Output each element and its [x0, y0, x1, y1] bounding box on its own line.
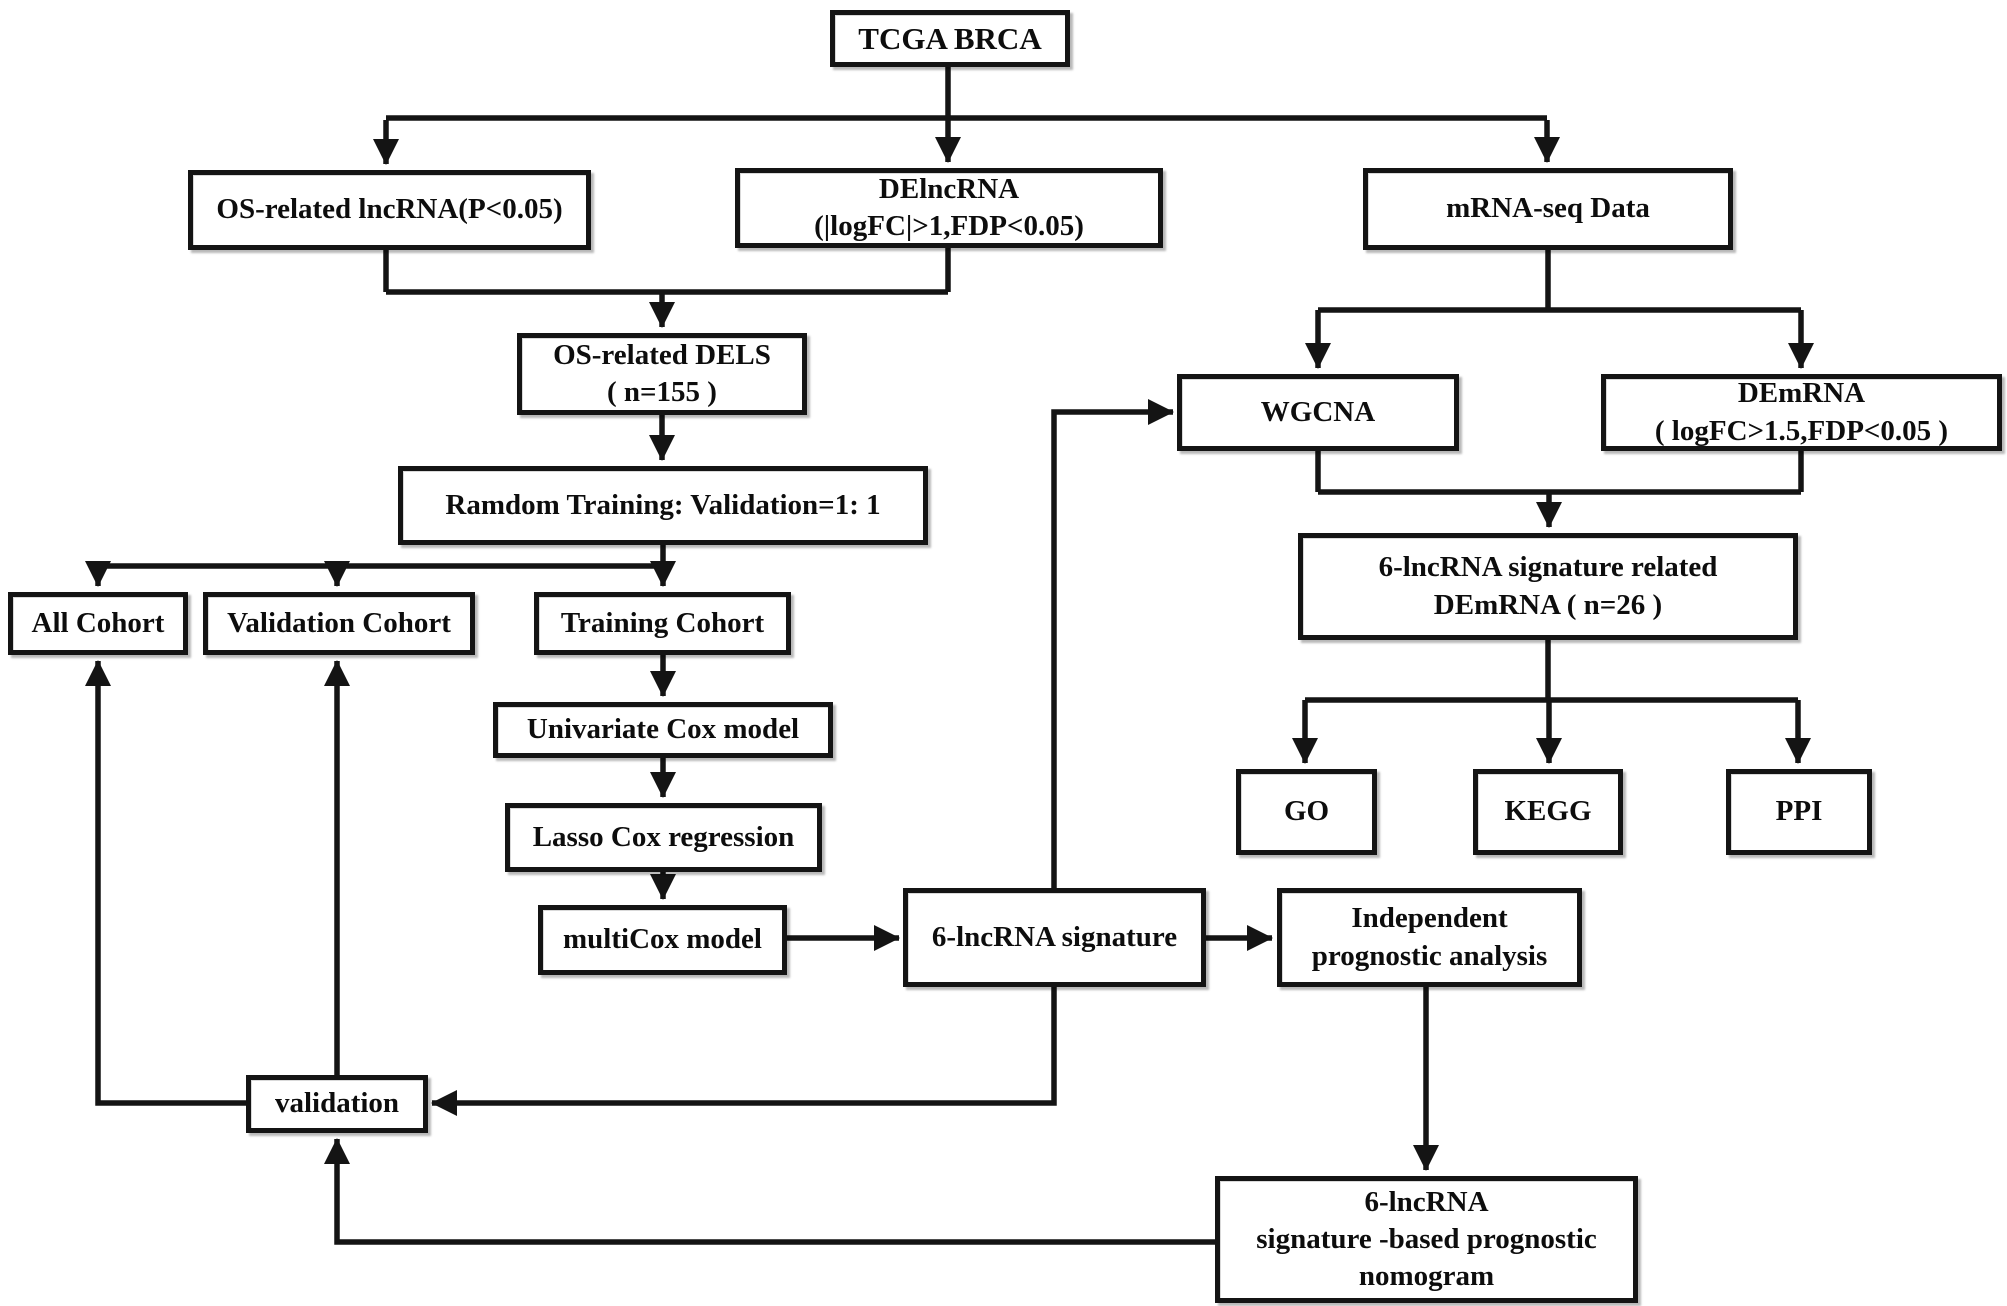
node-ppi: PPI	[1726, 769, 1872, 855]
node-random-split: Ramdom Training: Validation=1: 1	[398, 466, 928, 545]
node-independent-prognostic-analysis: Independent prognostic analysis	[1277, 888, 1582, 987]
node-all-cohort: All Cohort	[8, 592, 188, 655]
node-multicox-model: multiCox model	[538, 905, 787, 975]
node-delncrna: DElncRNA (|logFC|>1,FDP<0.05)	[735, 168, 1163, 248]
node-validation-cohort: Validation Cohort	[203, 592, 475, 655]
node-mrna-seq-data: mRNA-seq Data	[1363, 168, 1733, 250]
node-6-lncrna-signature: 6-lncRNA signature	[903, 888, 1206, 987]
node-kegg: KEGG	[1473, 769, 1623, 855]
node-os-related-dels: OS-related DELS ( n=155 )	[517, 333, 807, 415]
node-signature-related-demrna: 6-lncRNA signature related DEmRNA ( n=26…	[1298, 533, 1798, 640]
node-tcga-brca: TCGA BRCA	[830, 10, 1070, 67]
node-go: GO	[1236, 769, 1377, 855]
node-univariate-cox-model: Univariate Cox model	[493, 702, 833, 758]
node-validation: validation	[246, 1075, 428, 1133]
node-training-cohort: Training Cohort	[534, 592, 791, 655]
node-wgcna: WGCNA	[1177, 374, 1459, 451]
node-os-related-lncrna: OS-related lncRNA(P<0.05)	[188, 170, 591, 250]
node-lasso-cox-regression: Lasso Cox regression	[505, 803, 822, 872]
node-demrna: DEmRNA ( logFC>1.5,FDP<0.05 )	[1601, 374, 2002, 451]
node-prognostic-nomogram: 6-lncRNA signature -based prognostic nom…	[1215, 1176, 1638, 1303]
